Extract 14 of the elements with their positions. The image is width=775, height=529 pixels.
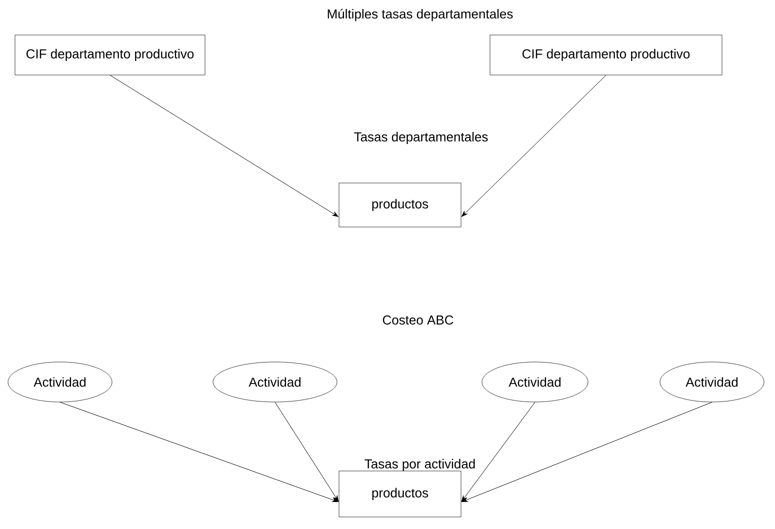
arrow xyxy=(274,402,339,502)
rate-label: Tasas por actividad xyxy=(364,458,475,472)
rate-label: Tasas departamentales xyxy=(354,132,488,144)
arrow xyxy=(461,74,606,217)
section-heading: Costeo ABC xyxy=(382,315,454,325)
arrow xyxy=(461,402,536,502)
process-box: CIF departamento productivo xyxy=(490,34,722,76)
arrow xyxy=(462,402,712,502)
section-heading: Múltiples tasas departamentales xyxy=(328,8,513,22)
process-box: productos xyxy=(338,182,462,228)
arrow xyxy=(110,74,338,217)
process-box: CIF departamento productivo xyxy=(14,34,206,76)
arrow xyxy=(60,402,338,502)
process-box: productos xyxy=(338,470,462,518)
